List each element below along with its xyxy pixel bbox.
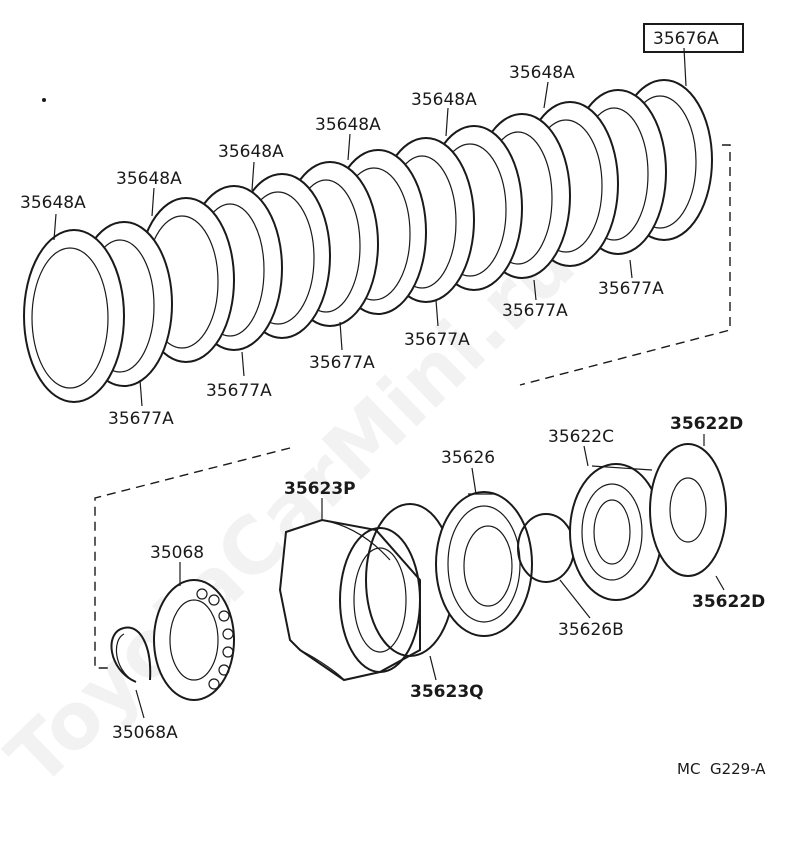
label-35676A: 35676A	[653, 29, 719, 49]
assembly-line	[94, 447, 291, 669]
boxed-label-frame	[643, 23, 744, 53]
label-35622C: 35622C	[548, 427, 614, 447]
label-35622D-top: 35622D	[670, 414, 743, 434]
label-35648A-4: 35648A	[315, 115, 381, 135]
label-35648A-3: 35648A	[218, 142, 284, 162]
label-35648A-2: 35648A	[116, 169, 182, 189]
label-35068A: 35068A	[112, 723, 178, 743]
spring-retainer	[153, 579, 235, 701]
label-35677A-6: 35677A	[598, 279, 664, 299]
label-35648A-1: 35648A	[20, 193, 86, 213]
leader-lines	[53, 47, 725, 719]
label-35623Q: 35623Q	[410, 682, 484, 702]
clutch-drum	[278, 518, 421, 682]
label-35677A-5: 35677A	[502, 301, 568, 321]
assembly-line	[519, 144, 731, 386]
label-35626B: 35626B	[558, 620, 624, 640]
label-35677A-2: 35677A	[206, 381, 272, 401]
thrust-washer	[649, 443, 727, 577]
label-35622D-bottom: 35622D	[692, 592, 765, 612]
stray-dot	[42, 98, 46, 102]
label-35068: 35068	[150, 543, 204, 563]
diagram-code: MC G229-A	[677, 760, 766, 778]
label-35677A-4: 35677A	[404, 330, 470, 350]
clutch-piston	[435, 491, 533, 637]
labels: 35676A 35648A 35648A 35648A 35648A 35648…	[20, 23, 766, 778]
lower-assembly	[94, 443, 727, 701]
label-35623P: 35623P	[284, 479, 356, 499]
label-35626: 35626	[441, 448, 495, 468]
clutch-pack	[23, 79, 731, 403]
label-35677A-1: 35677A	[108, 409, 174, 429]
label-35677A-3: 35677A	[309, 353, 375, 373]
clutch-plate	[23, 229, 125, 403]
label-35648A-5: 35648A	[411, 90, 477, 110]
snap-ring	[110, 626, 152, 683]
clutch-cylinder	[569, 463, 663, 601]
label-35648A-6: 35648A	[509, 63, 575, 83]
